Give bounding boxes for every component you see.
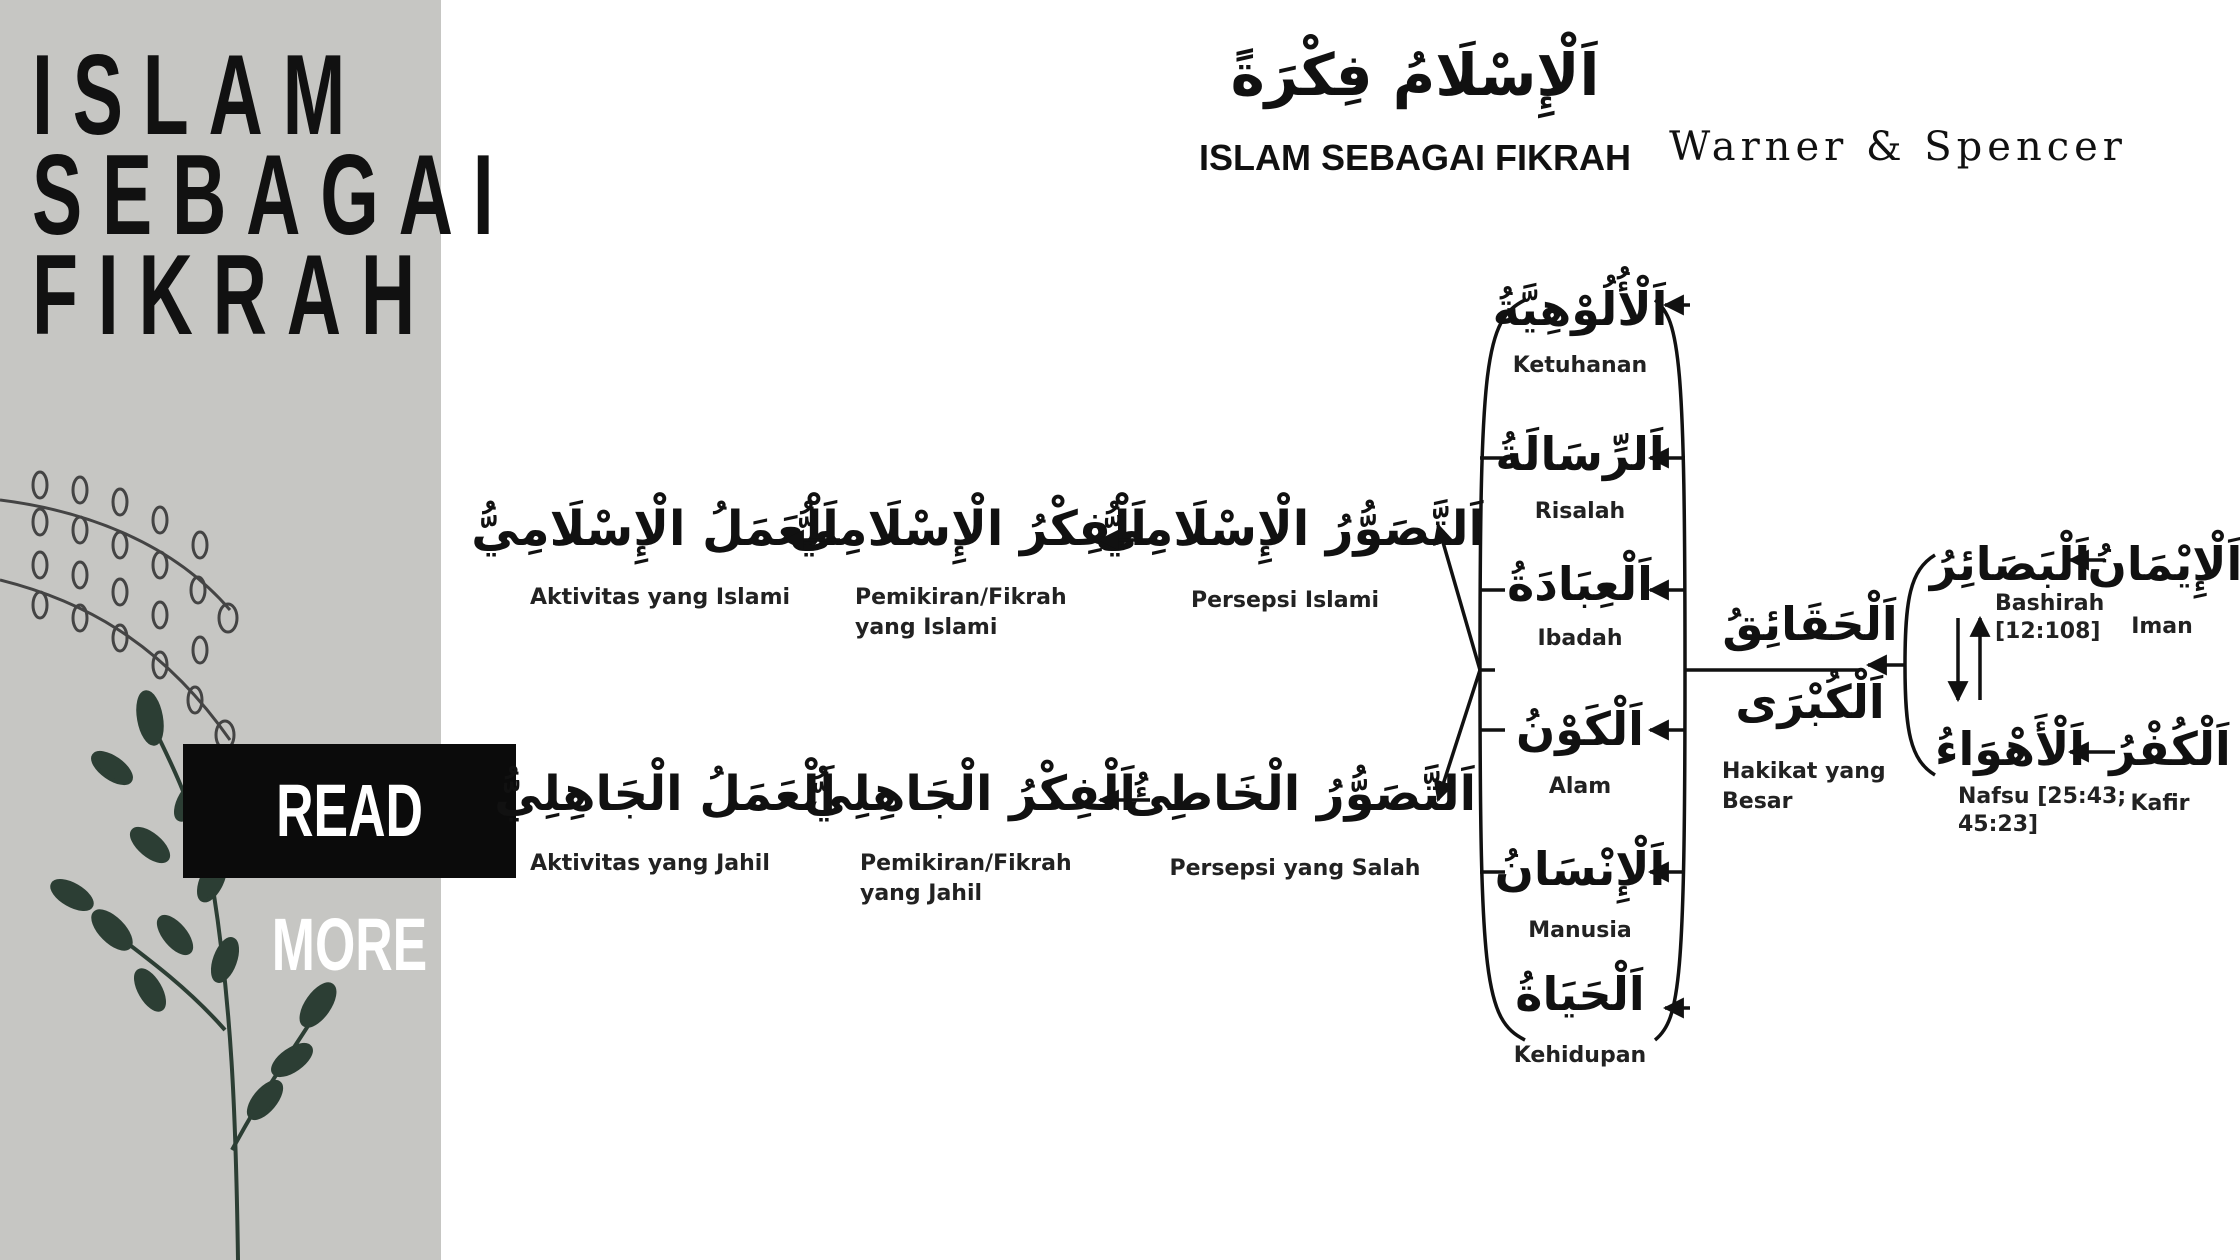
arrow-to-tashawwur-islami (1433, 522, 1482, 671)
read-more-label: READ MORE (271, 769, 428, 986)
fikr-jahili-arabic: اَلْفِكْرُ الْجَاهِلِيُّ (804, 757, 1136, 822)
kufr-arabic: اَلْكُفْرُ (2107, 715, 2231, 776)
brand-name: Warner & Spencer (1669, 124, 2127, 170)
header-subtitle: ISLAM SEBAGAI FIKRAH (1199, 137, 1631, 178)
haqaiq-arabic: اَلْحَقَائِقُ (1722, 590, 1897, 651)
kafir-label: Kafir (2130, 791, 2189, 816)
amal-jahili-label: Aktivitas yang Jahil (530, 851, 770, 876)
nafsu-label-1: Nafsu [25:43; (1958, 784, 2126, 809)
ahwa-arabic: اَلْأَهْوَاءُ (1935, 713, 2085, 776)
alam-label: Alam (1549, 774, 1611, 799)
insan-arabic: اَلْإِنْسَانُ (1495, 835, 1666, 904)
ketuhanan-label: Ketuhanan (1513, 353, 1647, 378)
amal-islami-arabic: اَلْعَمَلُ الْإِسْلَامِيُّ (471, 492, 838, 564)
green-sprig-icon (50, 690, 337, 1260)
tashawwur-islami-label: Persepsi Islami (1191, 588, 1379, 613)
nafsu-label: Nafsu [25:43; 45:23] (1958, 784, 2126, 837)
fikr-islami-arabic: اَلْفِكْرُ الْإِسْلَامِيُّ (789, 492, 1147, 564)
fikr-islami-label-2: yang Islami (855, 615, 997, 640)
plant-illustration (0, 470, 337, 1260)
hakikat-label-2: Besar (1722, 789, 1793, 814)
kaun-arabic: اَلْكَوْنُ (1516, 695, 1644, 756)
column-left-bracket (1478, 298, 1526, 1042)
iman-label: Iman (2131, 614, 2193, 639)
fikr-jahili-label-2: yang Jahil (860, 881, 982, 906)
header-arabic-title: اَلْإِسْلَامُ فِكْرَةً (1231, 31, 1600, 118)
nafsu-label-2: 45:23] (1958, 812, 2038, 837)
leafy-branch-outline-icon (0, 470, 239, 751)
read-more-button[interactable]: READ MORE (183, 744, 516, 986)
fikr-islami-label: Pemikiran/Fikrah yang Islami (855, 585, 1067, 640)
amal-jahili-arabic: اَلْعَمَلُ الْجَاهِلِيُّ (494, 757, 836, 822)
bashirah-label-1: Bashirah (1995, 591, 2104, 616)
risalah-arabic: اَلرِّسَالَةُ (1495, 426, 1664, 481)
arrow-to-tashawwur-khati (1433, 669, 1482, 802)
fikr-jahili-label-1: Pemikiran/Fikrah (860, 851, 1072, 876)
tashawwur-khati-label: Persepsi yang Salah (1170, 856, 1421, 881)
kehidupan-label: Kehidupan (1514, 1043, 1646, 1068)
uluhiyyah-arabic: اَلْأُلُوْهِيَّةُ (1493, 266, 1668, 336)
risalah-label: Risalah (1535, 499, 1625, 524)
hakikat-label-1: Hakikat yang (1722, 759, 1886, 784)
fikr-jahili-label: Pemikiran/Fikrah yang Jahil (860, 851, 1072, 906)
ibadah-arabic: اَلْعِبَادَةُ (1507, 550, 1653, 611)
tashawwur-khati-arabic: اَلتَّصَوُّرُ الْخَاطِئُ (1124, 757, 1476, 822)
sidebar: ISLAM SEBAGAI FIKRAH (0, 0, 516, 1260)
amal-islami-label: Aktivitas yang Islami (530, 585, 790, 610)
column-right-bracket (1653, 298, 1687, 1042)
iman-arabic: اَلْإِيْمَانُ (2088, 530, 2240, 599)
basair-arabic: اَلْبَصَائِرُ (1928, 530, 2090, 591)
tashawwur-islami-arabic: اَلتَّصَوُّرُ الْإِسْلَامِيُّ (1095, 492, 1485, 564)
bashirah-label: Bashirah [12:108] (1995, 591, 2104, 644)
bashirah-label-2: [12:108] (1995, 619, 2100, 644)
hayah-arabic: اَلْحَيَاةُ (1515, 960, 1644, 1021)
sidebar-title: ISLAM SEBAGAI FIKRAH (32, 32, 514, 359)
right-brace (1903, 553, 1936, 777)
kubra-arabic: اَلْكُبْرَى (1735, 668, 1884, 729)
manusia-label: Manusia (1528, 918, 1632, 943)
ibadah-label: Ibadah (1537, 626, 1622, 651)
fikr-islami-label-1: Pemikiran/Fikrah (855, 585, 1067, 610)
